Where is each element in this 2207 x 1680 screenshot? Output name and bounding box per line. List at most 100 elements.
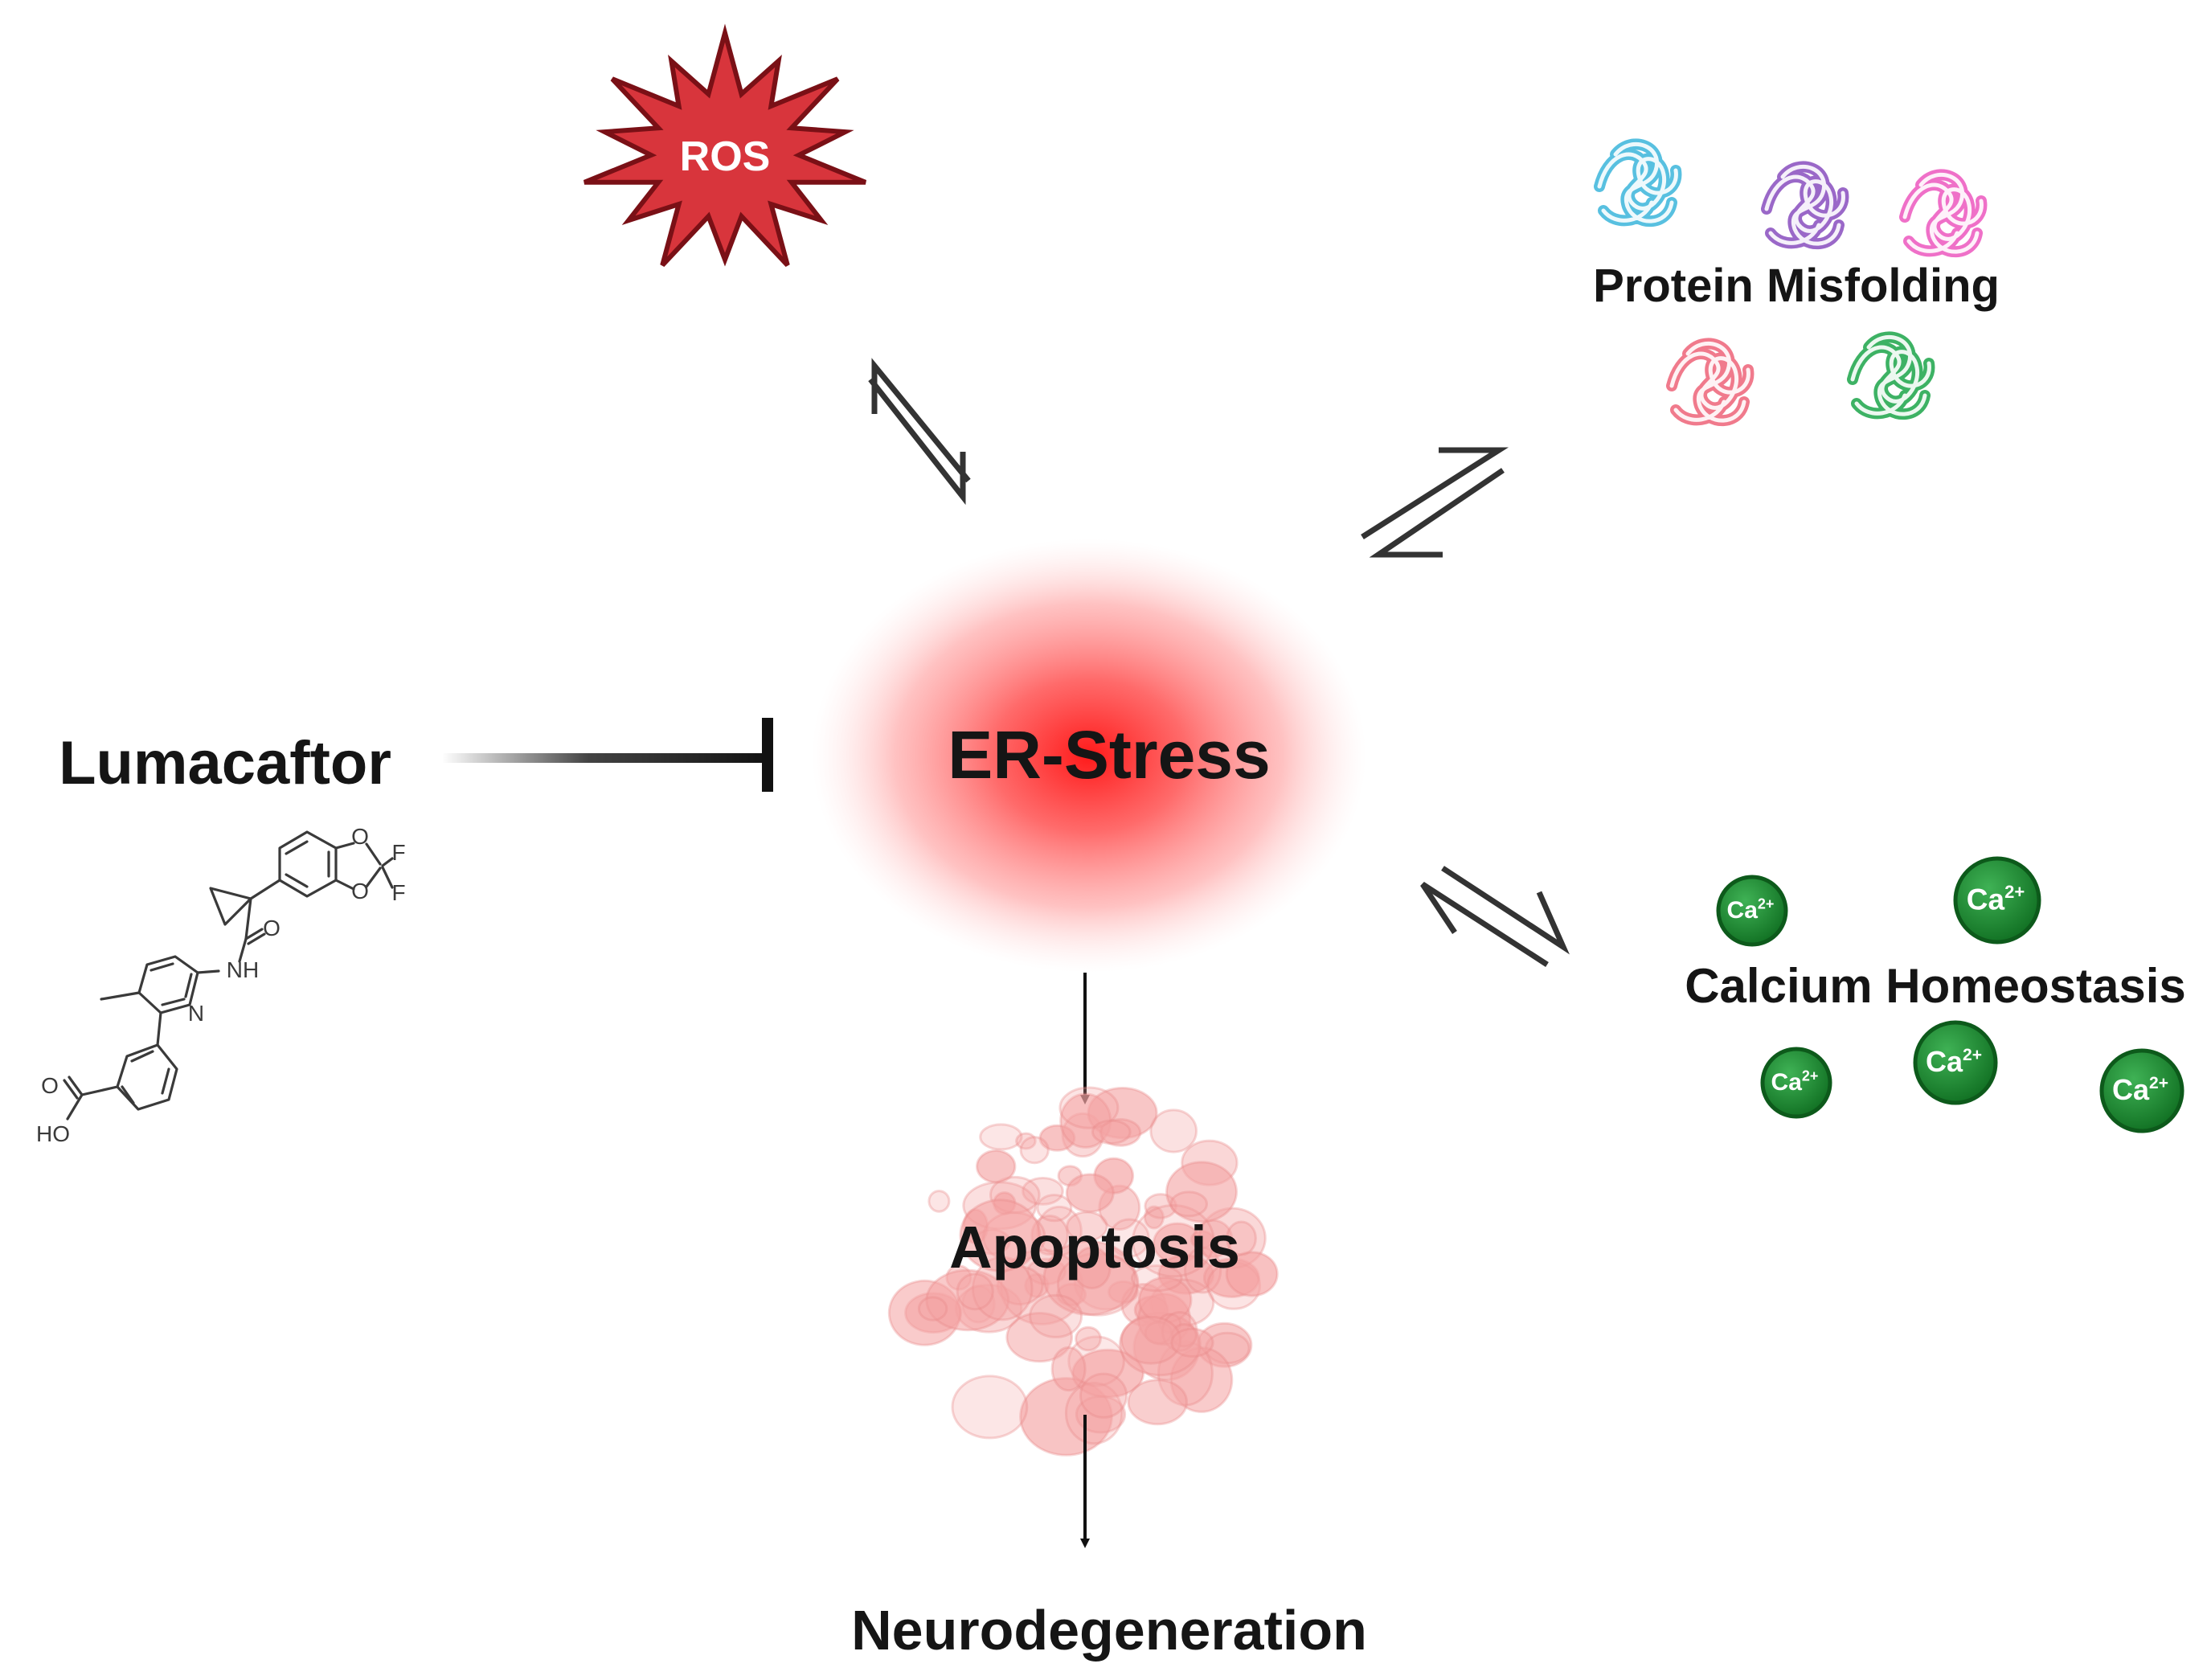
calcium-ion: Ca2+ xyxy=(1913,1020,1998,1105)
apoptotic-body xyxy=(1029,1293,1083,1338)
calcium-ions: Ca2+Ca2+Ca2+Ca2+Ca2+ xyxy=(1716,856,2184,1133)
apoptotic-body xyxy=(1169,1190,1208,1218)
carboxyl-double-bond-2 xyxy=(63,1079,79,1100)
lumacaftor-structure xyxy=(63,830,394,1121)
er-stress-label: ER-Stress xyxy=(948,717,1271,793)
misfolded-protein-icon xyxy=(1594,138,1682,227)
apoptotic-body xyxy=(1170,1327,1214,1358)
calcium-homeostasis-label: Calcium Homeostasis xyxy=(1685,959,2186,1013)
lumacaftor-label: Lumacaftor xyxy=(59,729,391,797)
apoptotic-body xyxy=(1059,1092,1112,1149)
aryl-cyclopropane-bond xyxy=(249,879,281,900)
apoptotic-body xyxy=(1072,1246,1112,1289)
carbonyl-bond-1 xyxy=(244,928,264,940)
atom-o2: O xyxy=(351,879,369,904)
misfolded-protein-icons xyxy=(1594,138,1988,427)
apoptotic-body xyxy=(1091,1119,1132,1145)
calcium-ion: Ca2+ xyxy=(1716,875,1788,947)
apoptotic-body xyxy=(1015,1132,1037,1150)
protein-equilibrium-arrow xyxy=(1361,447,1509,558)
misfolded-protein-icon xyxy=(1761,161,1849,250)
atom-ho: HO xyxy=(36,1121,70,1146)
apoptotic-bodies xyxy=(887,1086,1279,1457)
pyridine-inner-bond-3 xyxy=(184,973,193,998)
protein-misfolding-label: Protein Misfolding xyxy=(1593,260,2000,312)
apoptotic-body xyxy=(1225,1251,1279,1297)
apoptotic-body xyxy=(1058,1086,1120,1129)
apoptotic-body xyxy=(959,1199,1042,1272)
cf-bond-1 xyxy=(381,857,394,867)
inhibition-line xyxy=(442,753,768,763)
calcium-ion: Ca2+ xyxy=(1760,1047,1832,1119)
dioxole-bond-2 xyxy=(334,879,355,891)
neurodegeneration-label: Neurodegeneration xyxy=(851,1599,1367,1662)
carbonyl-bond-2 xyxy=(247,932,266,945)
carboxyl-oh-bond xyxy=(66,1093,84,1121)
benzodioxole-inner-bond-3 xyxy=(285,873,309,888)
apoptotic-body xyxy=(1065,1173,1115,1213)
apoptotic-body xyxy=(1050,1346,1087,1392)
inhibition-arrow xyxy=(442,718,773,792)
pyridine-inner-bond-2 xyxy=(161,998,186,1006)
benzoic-inner-bond-1 xyxy=(161,1067,170,1095)
carboxyl-double-bond-1 xyxy=(68,1076,84,1096)
protein-arrow-backward xyxy=(1369,468,1505,558)
protein-misfolding-node: Protein Misfolding xyxy=(1593,138,2000,427)
calcium-ion-label: Ca2+ xyxy=(2112,1073,2168,1106)
atom-o4: O xyxy=(41,1073,59,1098)
atom-o3: O xyxy=(263,916,280,940)
atom-o1: O xyxy=(351,824,369,849)
dioxole-bond-3 xyxy=(365,842,382,866)
apoptotic-body xyxy=(927,1190,951,1213)
apoptotic-body xyxy=(1022,1177,1064,1206)
apoptotic-body xyxy=(1149,1108,1198,1153)
ros-node: ROS xyxy=(583,23,867,267)
lumacaftor-atom-labels: O O F F O NH N O HO xyxy=(36,824,406,1146)
dioxole-bond-4 xyxy=(365,867,382,888)
inhibition-bar xyxy=(762,718,773,792)
calcium-ion-label: Ca2+ xyxy=(1727,895,1775,924)
biaryl-bond xyxy=(156,1011,162,1047)
ros-arrow-forward xyxy=(868,377,966,506)
ros-arrow-backward xyxy=(871,358,971,483)
apoptotic-body xyxy=(1079,1372,1128,1419)
misfolded-protein-icon xyxy=(1847,331,1935,420)
benzoic-inner-bond-3 xyxy=(130,1050,154,1063)
apoptosis-node: Apoptosis xyxy=(887,1086,1279,1457)
pyridine-inner-bond-1 xyxy=(149,962,174,972)
cyclopropane-ring xyxy=(209,887,252,926)
apoptotic-body xyxy=(1226,1220,1257,1256)
ros-label: ROS xyxy=(680,133,771,180)
misfolded-protein-icon xyxy=(1899,169,1988,258)
lumacaftor-node: Lumacaftor xyxy=(59,729,391,797)
atom-f1: F xyxy=(391,840,405,865)
amide-bond-1 xyxy=(244,897,252,940)
apoptotic-body xyxy=(1064,1382,1124,1445)
apoptotic-body xyxy=(1036,1194,1073,1223)
methyl-bond xyxy=(100,991,141,1001)
amide-bond-2 xyxy=(238,937,248,963)
apoptotic-body xyxy=(1132,1204,1215,1278)
calcium-arrow-backward xyxy=(1420,882,1549,967)
calcium-ion: Ca2+ xyxy=(2099,1048,2184,1133)
apoptotic-body xyxy=(1019,1136,1050,1165)
calcium-equilibrium-arrow xyxy=(1420,866,1570,967)
apoptotic-body xyxy=(1075,1326,1102,1352)
calcium-arrow-forward xyxy=(1441,866,1570,955)
apoptotic-body xyxy=(1108,1218,1150,1258)
apoptosis-label: Apoptosis xyxy=(949,1214,1240,1280)
apoptotic-body xyxy=(956,1272,994,1311)
atom-nh: NH xyxy=(227,957,259,982)
apoptotic-body xyxy=(976,1149,1017,1184)
benzoic-acid-ring xyxy=(116,1043,178,1111)
calcium-ion-label: Ca2+ xyxy=(1771,1067,1819,1096)
apoptotic-body xyxy=(1143,1205,1165,1230)
ros-equilibrium-arrow xyxy=(868,358,971,506)
cf-bond-2 xyxy=(381,866,394,889)
calcium-ion-label: Ca2+ xyxy=(1926,1045,1982,1078)
atom-n: N xyxy=(188,1001,204,1026)
apoptotic-body xyxy=(1005,1312,1074,1363)
apoptotic-body xyxy=(1099,1118,1142,1147)
carboxyl-bond xyxy=(80,1085,119,1096)
er-stress-glow xyxy=(812,539,1366,973)
